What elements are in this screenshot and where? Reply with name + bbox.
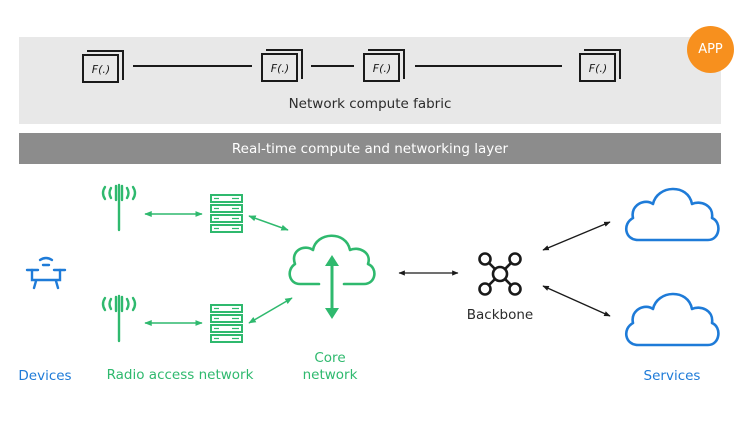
function-node-label: F(.) [373,62,391,75]
function-node-2: F(.) [261,49,303,82]
backbone-label: Backbone [466,307,534,323]
function-node-frame [261,53,298,82]
edge-server-core-top [248,215,289,231]
service-cloud-icon-bottom [625,292,720,347]
arrow-down-icon [325,308,339,319]
function-node-stack-outline [584,49,621,79]
fabric-label: Network compute fabric [288,96,452,112]
devices-label: Devices [18,368,72,384]
service-cloud-icon-top [625,187,720,242]
function-node-stack-outline [368,49,405,79]
core-network-label: Core network [302,350,358,383]
arrow-up-icon [325,255,339,266]
server-stack-icon-top [210,194,243,233]
function-node-stack-outline [266,49,303,79]
realtime-layer-label: Real-time compute and networking layer [231,141,509,157]
edge-backbone-service-top [542,221,611,251]
drone-device-icon [25,256,67,290]
edge-server-core-bottom [248,297,293,324]
function-node-frame [363,53,400,82]
antenna-icon-bottom [101,294,137,343]
function-node-label: F(.) [92,63,110,76]
core-network-cloud-icon [288,234,376,319]
function-node-frame [82,54,119,83]
function-node-4: F(.) [579,49,621,82]
server-stack-icon-bottom [210,304,243,343]
radio-access-network-label: Radio access network [106,367,254,383]
backbone-hub-icon [478,252,522,296]
function-node-3: F(.) [363,49,405,82]
function-node-1: F(.) [82,50,124,83]
antenna-icon-top [101,183,137,232]
function-node-stack-outline [87,50,124,80]
app-badge: APP [687,26,734,73]
services-label: Services [643,368,701,384]
realtime-layer-band [19,133,721,164]
edge-backbone-service-bottom [542,285,611,317]
function-node-label: F(.) [271,62,289,75]
function-node-frame [579,53,616,82]
function-node-label: F(.) [589,62,607,75]
